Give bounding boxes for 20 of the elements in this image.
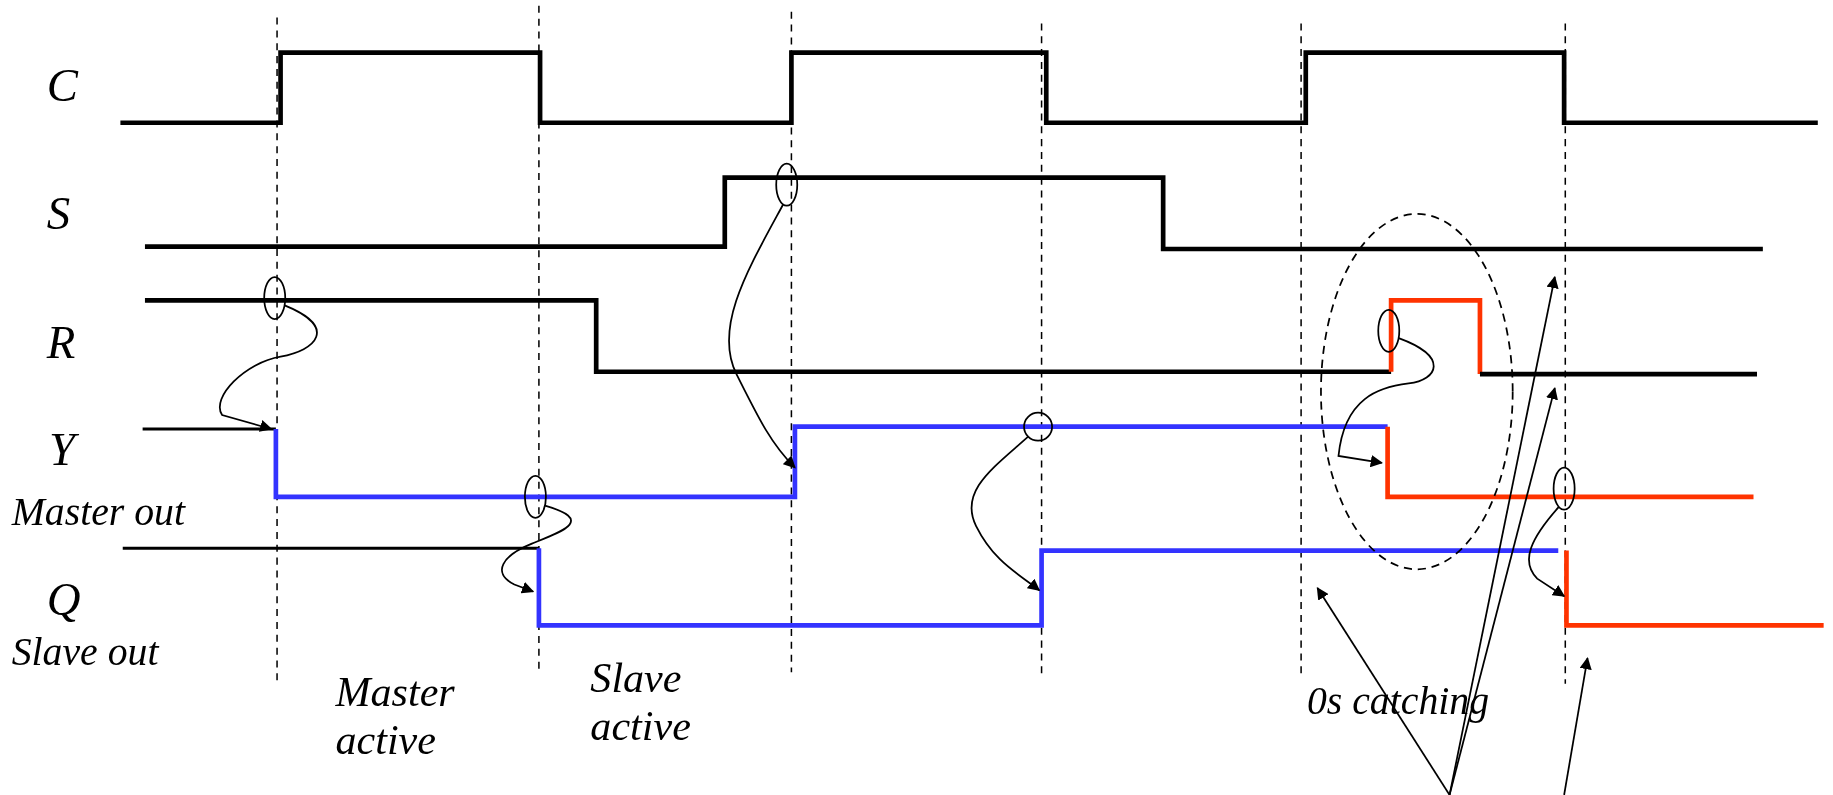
causal-arrow [219, 304, 318, 432]
signal-name: R [46, 315, 76, 370]
causal-arrow [970, 435, 1041, 592]
signal-name: C [46, 58, 78, 113]
signal-description: Slave out [11, 629, 159, 675]
highlight-circle [1377, 308, 1401, 353]
highlight-circle [1023, 411, 1053, 442]
phase-label: Slave active [590, 654, 692, 752]
highlight-circle [775, 162, 799, 207]
causal-arrow [1337, 337, 1435, 468]
causal-arrow [501, 504, 572, 594]
highlight-circle [263, 276, 287, 320]
causal-arrow [1528, 506, 1566, 598]
causal-arrow [728, 203, 796, 469]
highlight-circle [1552, 466, 1576, 511]
phase-label: Master active [335, 668, 456, 766]
highlight-circle [524, 474, 547, 519]
signal-name: Q [46, 572, 81, 627]
signal-description: Master out [11, 488, 186, 535]
signal-name: S [46, 187, 71, 241]
